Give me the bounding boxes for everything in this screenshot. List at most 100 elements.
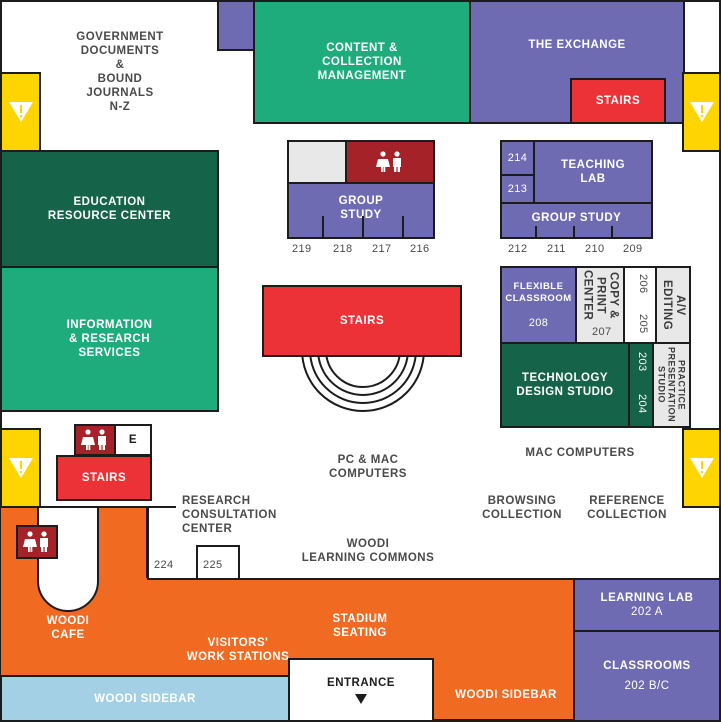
warning-icon — [8, 102, 33, 122]
room-214[interactable]: 214 — [500, 140, 535, 176]
education-resource-center-label: EDUCATION RESOURCE CENTER — [47, 196, 172, 222]
room-208-label: 208 — [528, 317, 549, 329]
woodi-sidebar-right-label: WOODI SIDEBAR — [455, 689, 557, 701]
room-203-204[interactable]: 203 204 — [628, 342, 654, 428]
practice-presentation-studio-label: PRACTICE PRESENTATION STUDIO — [656, 347, 687, 423]
room-206-label: 206 — [637, 274, 649, 294]
teaching-lab[interactable]: TEACHING LAB — [533, 140, 653, 204]
teaching-lab-label: TEACHING LAB — [560, 159, 626, 185]
group-study-left-top-empty — [287, 140, 347, 184]
room-216: 216 — [410, 243, 430, 255]
group-study-right-label: GROUP STUDY — [531, 211, 622, 224]
reference-collection-label: REFERENCE COLLECTION — [587, 495, 667, 521]
emergency-exit-right-bottom — [682, 428, 721, 508]
room-202bc-label: 202 B/C — [624, 680, 670, 692]
elevator[interactable]: E — [114, 424, 152, 456]
group-study-left[interactable]: GROUP STUDY — [287, 182, 435, 239]
divider-219-218 — [322, 216, 324, 238]
entrance[interactable]: ENTRANCE — [288, 658, 434, 722]
consult-wall-top2 — [196, 545, 240, 547]
room-213-label: 213 — [507, 183, 528, 195]
technology-design-studio-label: TECHNOLOGY DESIGN STUDIO — [516, 372, 614, 398]
room-224: 224 — [154, 559, 174, 571]
outer-wall-top — [0, 0, 721, 2]
room-206-205[interactable]: 206 205 — [623, 266, 657, 344]
learning-lab-label: LEARNING LAB — [600, 592, 694, 604]
av-editing-label: A/V EDITING — [661, 279, 686, 331]
room-212: 212 — [508, 243, 528, 255]
learning-lab[interactable]: LEARNING LAB 202 A — [573, 578, 721, 632]
stairs-top-label: STAIRS — [595, 95, 641, 107]
entrance-label: ENTRANCE — [327, 677, 395, 689]
content-collection-management[interactable]: CONTENT & COLLECTION MANAGEMENT — [253, 0, 471, 124]
woodi-cafe-label: WOODI CAFE — [46, 615, 90, 641]
restroom-center[interactable] — [345, 140, 435, 184]
stadium-seating-label: STADIUM SEATING — [332, 613, 388, 639]
room-202a-label: 202 A — [631, 606, 663, 618]
information-research-services-label: INFORMATION & RESEARCH SERVICES — [66, 319, 153, 359]
room-210: 210 — [585, 243, 605, 255]
pc-mac-computers-label: PC & MAC COMPUTERS — [329, 454, 407, 480]
restroom-icon — [376, 151, 401, 172]
restroom-icon — [23, 531, 48, 552]
room-219: 219 — [292, 243, 312, 255]
divider-212-211 — [535, 226, 537, 238]
restroom-cafe[interactable] — [16, 525, 58, 559]
group-study-left-label: GROUP STUDY — [338, 194, 384, 221]
room-203-label: 203 — [636, 352, 648, 372]
copy-print-center-label: COPY & PRINT CENTER — [581, 270, 620, 321]
room-218: 218 — [333, 243, 353, 255]
outer-wall-right — [719, 0, 721, 722]
stairs-arc — [300, 310, 426, 420]
education-resource-center[interactable]: EDUCATION RESOURCE CENTER — [0, 150, 219, 268]
emergency-exit-left-bottom — [0, 428, 41, 508]
browsing-collection-label: BROWSING COLLECTION — [482, 495, 562, 521]
information-research-services[interactable]: INFORMATION & RESEARCH SERVICES — [0, 266, 219, 412]
government-documents-label: GOVERNMENT DOCUMENTS & BOUND JOURNALS N-… — [76, 31, 164, 113]
divider-210-209 — [611, 226, 613, 238]
warning-icon — [689, 458, 714, 478]
woodi-learning-commons-label: WOODI LEARNING COMMONS — [301, 538, 435, 564]
classrooms[interactable]: CLASSROOMS 202 B/C — [573, 630, 721, 722]
room-209: 209 — [623, 243, 643, 255]
flexible-classroom-label: FLEXIBLE CLASSROOM — [505, 281, 572, 304]
restroom-icon — [81, 429, 106, 450]
divider-218-217 — [362, 216, 364, 238]
woodi-sidebar-left-label: WOODI SIDEBAR — [94, 692, 196, 705]
divider-211-210 — [573, 226, 575, 238]
emergency-exit-left-top — [0, 72, 41, 152]
woodi-sidebar-left[interactable]: WOODI SIDEBAR — [0, 675, 290, 722]
room-214-label: 214 — [507, 152, 528, 164]
mac-computers-label: MAC COMPUTERS — [525, 447, 635, 459]
room-207-label: 207 — [592, 326, 612, 338]
warning-icon — [689, 102, 714, 122]
classrooms-label: CLASSROOMS — [603, 660, 691, 672]
consult-wall-mid — [196, 545, 198, 578]
room-204-label: 204 — [636, 394, 648, 414]
room-205-label: 205 — [637, 314, 649, 334]
research-consultation-center-label: RESEARCH CONSULTATION CENTER — [182, 495, 277, 535]
stairs-center[interactable]: STAIRS — [262, 285, 462, 357]
the-exchange-label: THE EXCHANGE — [528, 39, 626, 51]
restroom-left[interactable] — [74, 424, 116, 456]
room-213[interactable]: 213 — [500, 174, 535, 204]
warning-icon — [8, 458, 33, 478]
stairs-center-label: STAIRS — [339, 315, 385, 327]
small-purple-block — [217, 0, 255, 51]
room-225: 225 — [203, 559, 223, 571]
technology-design-studio[interactable]: TECHNOLOGY DESIGN STUDIO — [500, 342, 630, 428]
elevator-label: E — [128, 434, 138, 446]
stairs-top[interactable]: STAIRS — [570, 78, 666, 124]
stairs-left[interactable]: STAIRS — [56, 455, 152, 501]
room-217: 217 — [372, 243, 392, 255]
copy-print-center[interactable]: COPY & PRINT CENTER 207 — [575, 266, 625, 344]
practice-presentation-studio[interactable]: PRACTICE PRESENTATION STUDIO — [652, 342, 691, 428]
flexible-classroom[interactable]: FLEXIBLE CLASSROOM 208 — [500, 266, 577, 344]
av-editing[interactable]: A/V EDITING — [655, 266, 691, 344]
group-study-right[interactable]: GROUP STUDY — [500, 202, 653, 239]
emergency-exit-right-top — [682, 72, 721, 152]
arrow-down-icon — [355, 694, 367, 704]
consult-wall-left — [146, 506, 148, 578]
consult-wall-right — [238, 545, 240, 578]
